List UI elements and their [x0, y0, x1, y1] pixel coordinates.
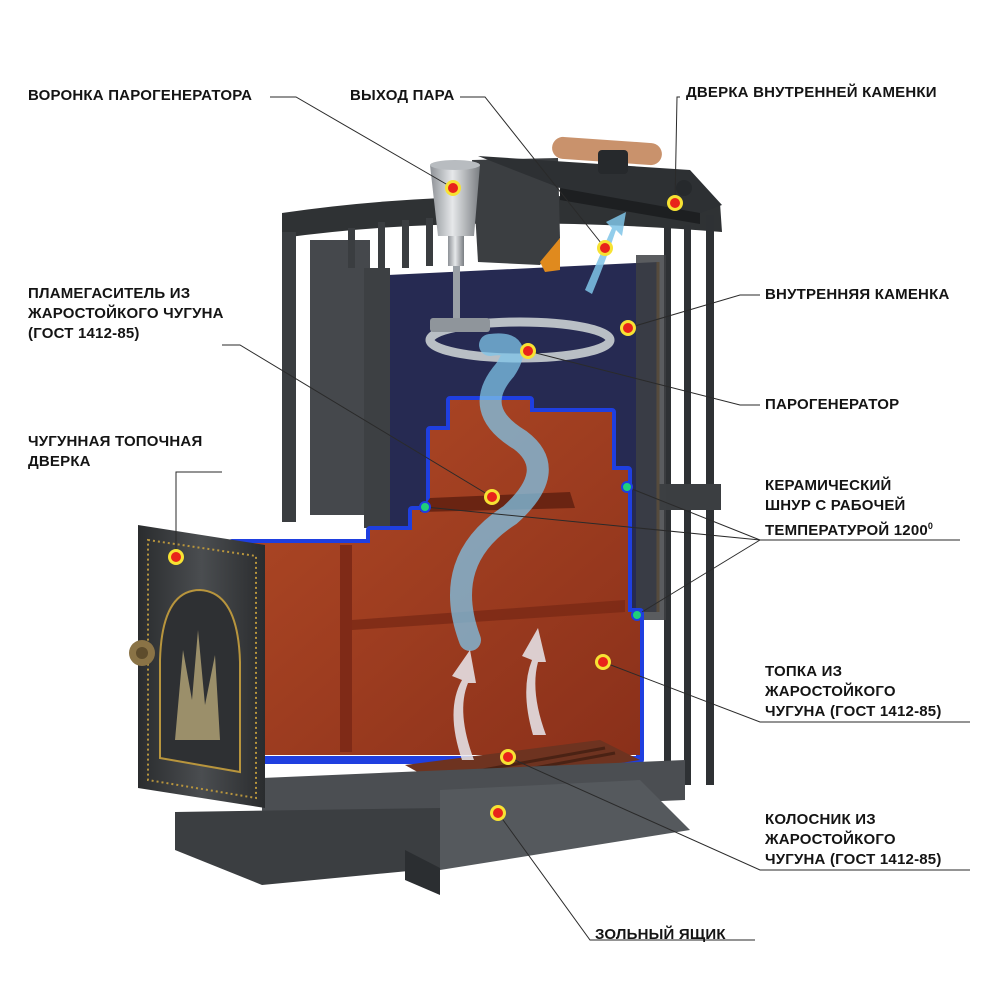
label-inner-heater-door: ДВЕРКА ВНУТРЕННЕЙ КАМЕНКИ — [686, 84, 937, 101]
label-ceramic-cord-text: КЕРАМИЧЕСКИЙ ШНУР С РАБОЧЕЙ ТЕМПЕРАТУРОЙ… — [765, 477, 928, 539]
label-funnel: ВОРОНКА ПАРОГЕНЕРАТОРА — [28, 87, 253, 104]
base-ash-box — [175, 760, 690, 895]
marker-cord-3 — [631, 609, 643, 621]
marker-flame-arrester — [484, 489, 500, 505]
leader-lines — [175, 96, 970, 941]
label-firebox-door: ЧУГУННАЯ ТОПОЧНАЯ ДВЕРКА — [28, 433, 203, 470]
label-firebox: ТОПКА ИЗ ЖАРОСТОЙКОГО ЧУГУНА (ГОСТ 1412-… — [765, 663, 942, 720]
marker-cord-2 — [621, 481, 633, 493]
heat-arrows — [452, 628, 546, 760]
markers — [168, 180, 683, 821]
marker-ash-box — [490, 805, 506, 821]
heater-door-lid — [478, 136, 722, 224]
marker-firebox — [595, 654, 611, 670]
label-ash-box: ЗОЛЬНЫЙ ЯЩИК — [595, 926, 726, 943]
label-steam-generator: ПАРОГЕНЕРАТОР — [765, 396, 900, 413]
steam-exit-chute — [472, 158, 560, 272]
firebox-door — [129, 525, 265, 808]
marker-grate — [500, 749, 516, 765]
label-ceramic-cord-sup: 0 — [927, 521, 934, 531]
label-flame-arrester: ПЛАМЕГАСИТЕЛЬ ИЗ ЖАРОСТОЙКОГО ЧУГУНА (ГО… — [28, 285, 224, 342]
label-ceramic-cord: КЕРАМИЧЕСКИЙ ШНУР С РАБОЧЕЙ ТЕМПЕРАТУРОЙ… — [765, 476, 933, 541]
steam-flow — [450, 333, 549, 651]
label-grate: КОЛОСНИК ИЗ ЖАРОСТОЙКОГО ЧУГУНА (ГОСТ 14… — [765, 811, 942, 868]
marker-funnel — [445, 180, 461, 196]
marker-steam-exit — [597, 240, 613, 256]
marker-steam-generator — [520, 343, 536, 359]
marker-firebox-door — [168, 549, 184, 565]
marker-inner-heater — [620, 320, 636, 336]
label-inner-heater: ВНУТРЕННЯЯ КАМЕНКА — [765, 286, 950, 303]
marker-heater-door — [667, 195, 683, 211]
label-steam-exit: ВЫХОД ПАРА — [350, 87, 455, 104]
marker-cord-1 — [419, 501, 431, 513]
